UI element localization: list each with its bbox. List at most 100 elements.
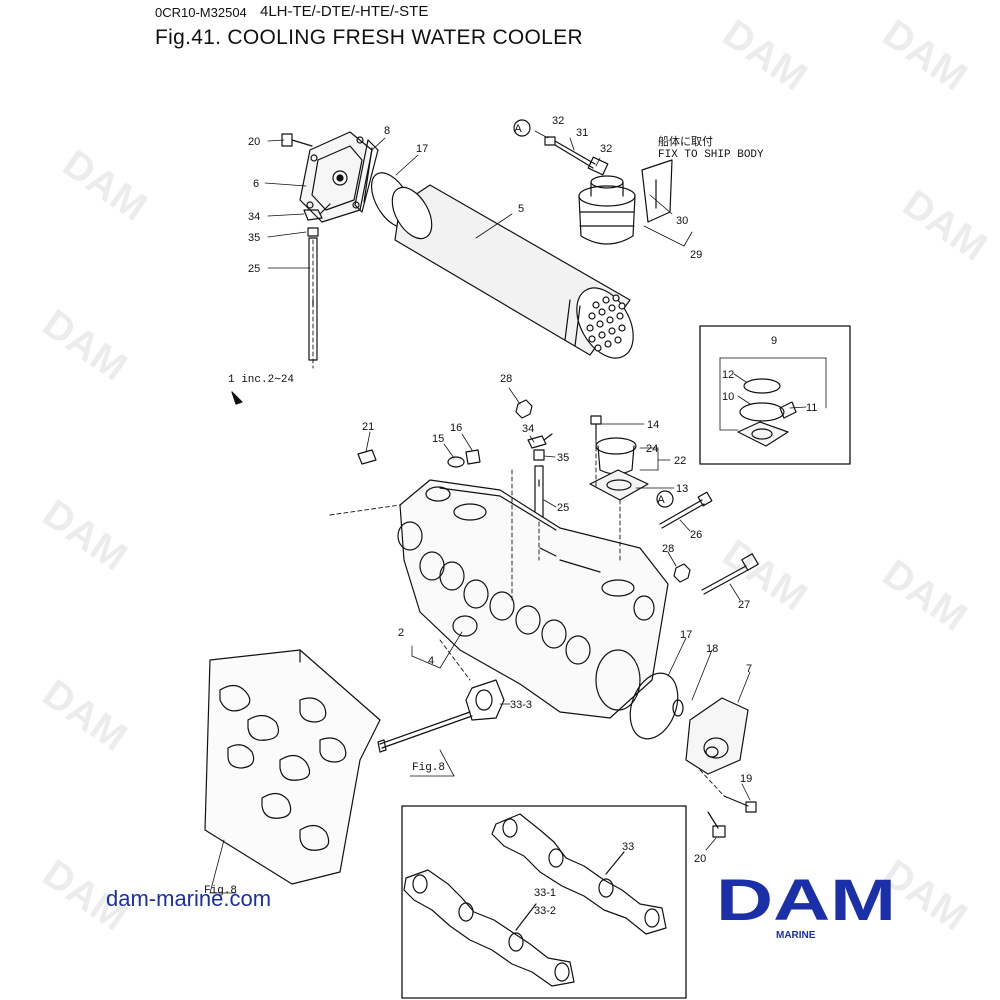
page-title: Fig.41. COOLING FRESH WATER COOLER [155, 26, 583, 49]
callout: 35 [557, 452, 569, 464]
callout: 32 [600, 143, 612, 155]
callout: 34 [522, 423, 534, 435]
callout: 33-3 [510, 699, 532, 711]
callout: 34 [248, 211, 260, 223]
callout: 26 [690, 529, 702, 541]
callout: 24 [646, 443, 658, 455]
end-cover-7 [685, 697, 749, 775]
cap-assembly-31-32 [544, 136, 609, 176]
dam-logo: DAM [716, 872, 896, 928]
ship-body-note-en: FIX TO SHIP BODY [658, 149, 764, 161]
ship-body-note-jp: 船体に取付 [658, 134, 713, 149]
callout: 33 [622, 841, 634, 853]
leader-lines [209, 130, 827, 894]
callout: 22 [674, 455, 686, 467]
callout: 20 [694, 853, 706, 865]
bolt-14 [590, 415, 602, 441]
bolt-20-upper [281, 133, 313, 147]
svg-text:DAM: DAM [55, 141, 155, 229]
reference-lines [312, 239, 725, 797]
ref-a-marker-icon [513, 119, 531, 137]
drain-cock-34-lower [527, 433, 553, 449]
fitting-35-lower [533, 449, 545, 461]
svg-text:DAM: DAM [715, 11, 815, 99]
callout: 18 [706, 643, 718, 655]
site-link[interactable]: dam-marine.com [106, 886, 272, 911]
plug-16 [465, 449, 481, 465]
svg-text:DAM: DAM [35, 301, 135, 389]
callout: 19 [740, 773, 752, 785]
svg-text:DAM: DAM [716, 872, 896, 928]
callout: 5 [518, 203, 524, 215]
svg-text:DAM: DAM [895, 181, 995, 269]
callout: 30 [676, 215, 688, 227]
ref-a-marker-icon [656, 490, 674, 508]
callout: 33-1 [534, 887, 556, 899]
callout: 27 [738, 599, 750, 611]
logo-subtitle: MARINE [776, 930, 816, 941]
svg-text:DAM: DAM [35, 671, 135, 759]
callout: 11 [806, 402, 817, 414]
bolt-26 [659, 491, 713, 529]
callout: 16 [450, 422, 462, 434]
fig8-reference: Fig.8 [204, 885, 237, 897]
svg-text:DAM: DAM [875, 11, 975, 99]
callout: 32 [552, 115, 564, 127]
inset-thermostat-cover [699, 325, 851, 465]
callout: 28 [662, 543, 674, 555]
expansion-tank-29 [578, 175, 636, 245]
callout: 12 [722, 369, 734, 381]
doc-code: 0CR10-M32504 [155, 5, 247, 20]
callout: 17 [416, 143, 428, 155]
callout: 25 [557, 502, 569, 514]
callout: 15 [432, 433, 444, 445]
callout: 35 [248, 232, 260, 244]
bolt-20-lower [707, 811, 726, 838]
ref-a-label: A [657, 494, 665, 506]
callout: 9 [771, 335, 777, 347]
gasket-inset [401, 805, 687, 999]
gasket-4 [452, 615, 478, 637]
bolt-27 [701, 553, 759, 595]
notes: 船体に取付 FIX TO SHIP BODY 1 inc.2∼24 Fig.8 … [204, 134, 764, 897]
drain-fitting-35 [307, 227, 319, 237]
manifold-housing-2 [397, 479, 669, 719]
callout: 2 [398, 627, 404, 639]
gasket-33-3 [465, 679, 505, 721]
callout: 4 [428, 655, 434, 667]
nut-28-upper [515, 399, 533, 419]
bolt-19 [723, 795, 757, 813]
svg-text:DAM: DAM [35, 491, 135, 579]
watermark: DAM DAM DAM DAM DAM DAM DAM DAM DAM DAM … [35, 11, 995, 939]
callout: 13 [676, 483, 688, 495]
ref-a-label: A [514, 123, 522, 135]
assembly-note: 1 inc.2∼24 [228, 374, 294, 386]
svg-text:DAM: DAM [875, 551, 975, 639]
callout: 29 [690, 249, 702, 261]
nut-28-lower [673, 563, 691, 583]
callout: 28 [500, 373, 512, 385]
callout: 17 [680, 629, 692, 641]
tank-bracket-30 [641, 159, 673, 223]
assembly-arrow-icon [231, 391, 243, 405]
callout: 8 [384, 125, 390, 137]
fig8-reference: Fig.8 [412, 762, 445, 774]
thermostat-24 [595, 437, 637, 475]
callout: 25 [248, 263, 260, 275]
seal-15 [447, 456, 465, 468]
plug-21 [357, 449, 377, 465]
callout: 7 [746, 663, 752, 675]
thermostat-housing-13 [589, 469, 649, 501]
callout: 6 [253, 178, 259, 190]
drain-cock-34 [303, 203, 331, 221]
callout: 21 [362, 421, 374, 433]
model-list: 4LH-TE/-DTE/-HTE/-STE [260, 3, 429, 20]
gasket-8 [354, 139, 379, 213]
callout: 33-2 [534, 905, 556, 917]
callout-labels: 20 8 17 6 34 35 25 5 32 31 32 30 29 9 12… [248, 115, 817, 917]
callout: 10 [722, 391, 734, 403]
callout: 31 [576, 127, 588, 139]
callout: 14 [647, 419, 659, 431]
